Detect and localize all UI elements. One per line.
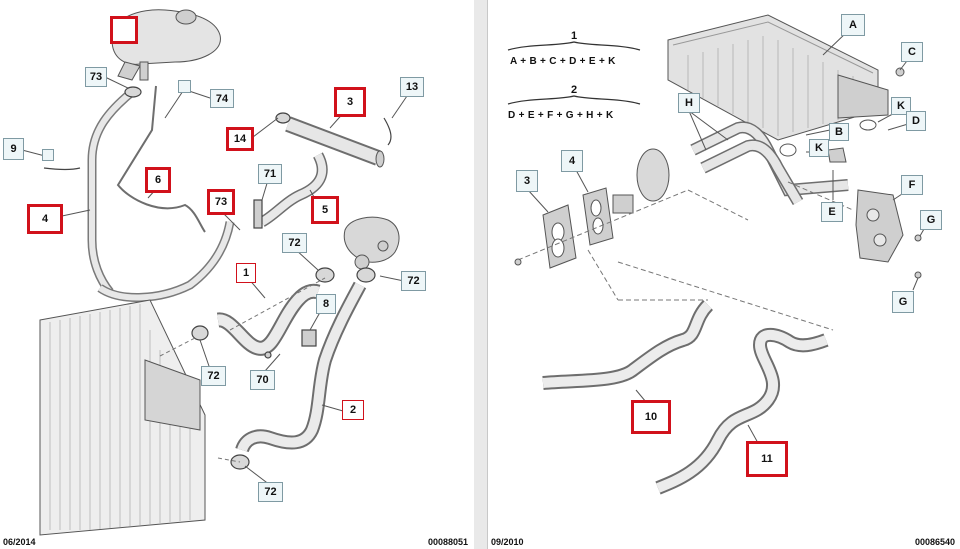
left-panel-cooling-hoses: 73 74 13 3 14 9 6 71 4 73 5 72 72 1 8 72… [0,0,475,549]
pipe-6 [116,85,206,233]
callout-2: 2 [342,400,364,420]
callout-9: 9 [3,138,24,160]
callout-E: E [821,202,843,222]
callout-G-lower: G [892,291,914,313]
callout-74-marker [178,80,191,93]
callout-K-lower: K [809,139,829,157]
heater-matrix [667,14,889,141]
callout-A: A [841,14,865,36]
left-parts-drawing [21,9,408,536]
right-parts-drawing [507,14,929,495]
callout-C: C [901,42,923,62]
callout-3: 3 [334,87,366,117]
formula-1-text: A + B + C + D + E + K [510,56,616,67]
callout-4-seal: 4 [561,150,583,172]
formula-1-number: 1 [570,30,578,42]
callout-H: H [678,93,700,113]
tank-highlight-box [110,16,138,44]
fasteners [514,67,922,279]
callout-6: 6 [145,167,171,193]
callout-72-bottom: 72 [258,482,283,502]
formula-2-text: D + E + F + G + H + K [508,110,614,121]
callout-74: 74 [210,89,234,108]
left-footer-ref: 00088051 [427,537,468,547]
left-footer-date: 06/2014 [3,537,36,547]
formula-braces [507,41,641,105]
callout-8: 8 [316,294,336,314]
callout-73: 73 [85,67,107,87]
callout-71: 71 [258,164,282,184]
callout-10: 10 [631,400,671,434]
callout-4: 4 [27,204,63,234]
dashed-routing [159,277,326,463]
panel-divider [474,0,487,549]
hose-clamps [124,86,376,470]
callout-5: 5 [311,196,339,224]
radiator [39,299,206,536]
callout-72-left: 72 [201,366,226,386]
callout-73-hose: 73 [207,189,235,215]
callout-70: 70 [250,370,275,390]
callout-13: 13 [400,77,424,97]
callout-K-upper: K [891,97,911,115]
small-fittings [43,117,392,359]
seals [542,187,634,269]
right-panel-heater-hoses: 1 A + B + C + D + E + K 2 D + E + F + G … [487,0,960,549]
thermostat-housing [343,216,400,270]
callout-3-seal: 3 [516,170,538,192]
formula-2-number: 2 [570,84,578,96]
expansion-tank [111,9,221,81]
callout-F: F [901,175,923,195]
callout-14: 14 [226,127,254,151]
callout-G-upper: G [920,210,942,230]
callout-11: 11 [746,441,788,477]
right-footer-date: 09/2010 [491,537,524,547]
right-footer-ref: 00086540 [914,537,955,547]
callout-B: B [829,123,849,141]
callout-D: D [906,111,926,131]
callout-72-upper: 72 [282,233,307,253]
callout-9-marker [42,149,54,161]
hose-lower-connection [97,221,235,302]
bulkhead-plate [636,148,670,202]
water-valve [855,189,904,263]
callout-1: 1 [236,263,256,283]
callout-72-right: 72 [401,271,426,291]
